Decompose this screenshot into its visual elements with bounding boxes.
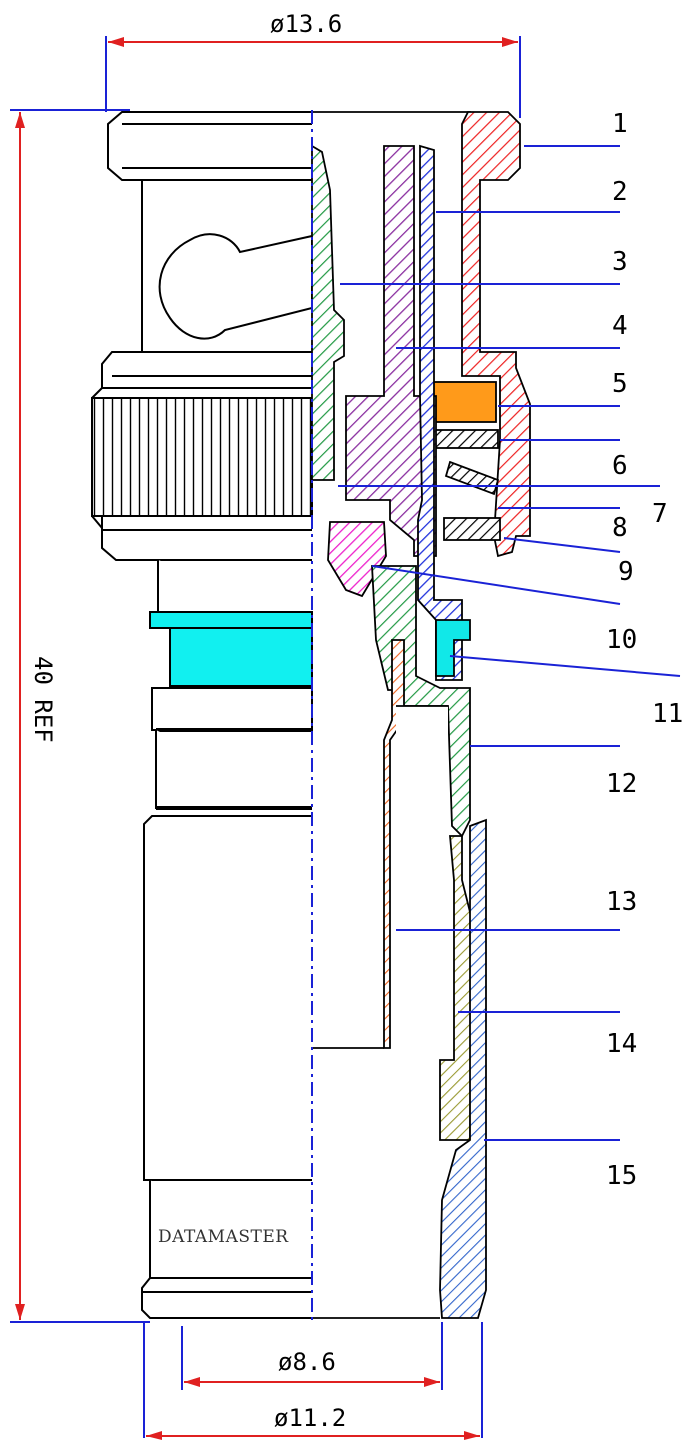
brand-label: DATAMASTER	[158, 1227, 289, 1247]
part-15-sleeve	[439, 818, 487, 1319]
callout-9: 9	[618, 557, 634, 587]
callout-numbers: 1 2 3 4 5 6 7 8 9 10 11 12 13 14 15	[606, 109, 683, 1191]
callout-15: 15	[606, 1161, 637, 1191]
part-13-tube	[383, 639, 405, 1049]
exterior-view	[91, 111, 313, 1319]
bottom-collar	[141, 1277, 312, 1319]
leader-lines	[338, 145, 681, 1141]
part-12-crimp-body	[371, 565, 471, 838]
callout-10: 10	[606, 625, 637, 655]
part-1-body	[461, 111, 531, 558]
part-8-spring	[444, 460, 500, 496]
part-11-ferrule	[435, 619, 471, 677]
callout-7: 7	[652, 499, 668, 529]
callout-2: 2	[612, 177, 628, 207]
knurled-nut	[91, 397, 313, 517]
dim-bottom-inner-diameter: ø8.6	[278, 1348, 336, 1376]
part-5-washer	[431, 381, 497, 423]
part-14-ferrule	[439, 835, 473, 1141]
nut-lower-shoulder	[101, 515, 312, 561]
callout-13: 13	[606, 887, 637, 917]
callout-5: 5	[612, 369, 628, 399]
part-4-insulator	[345, 145, 437, 557]
crimp-sleeve	[143, 815, 312, 1181]
callout-11: 11	[652, 699, 683, 729]
callout-6: 6	[612, 451, 628, 481]
part-9-washer	[443, 517, 501, 541]
callout-4: 4	[612, 311, 628, 341]
callout-1: 1	[612, 109, 628, 139]
section-view	[311, 111, 531, 1319]
callout-3: 3	[612, 247, 628, 277]
callout-14: 14	[606, 1029, 637, 1059]
bayonet-slot	[158, 233, 313, 340]
callout-8: 8	[612, 513, 628, 543]
bayonet-collar	[107, 111, 312, 181]
callout-12: 12	[606, 769, 637, 799]
part-6-washer	[431, 429, 499, 449]
collar-band	[151, 687, 313, 731]
part-10-ring	[327, 521, 387, 598]
nut-shoulder	[101, 351, 312, 389]
dim-top-diameter: ø13.6	[270, 10, 342, 38]
cyan-ring	[169, 627, 313, 687]
dimension-lines	[10, 36, 521, 1440]
part-3-sleeve	[311, 144, 345, 481]
dim-bottom-outer-diameter: ø11.2	[274, 1404, 346, 1432]
cyan-ring-top	[149, 611, 313, 629]
dim-length: 40 REF	[29, 656, 57, 743]
